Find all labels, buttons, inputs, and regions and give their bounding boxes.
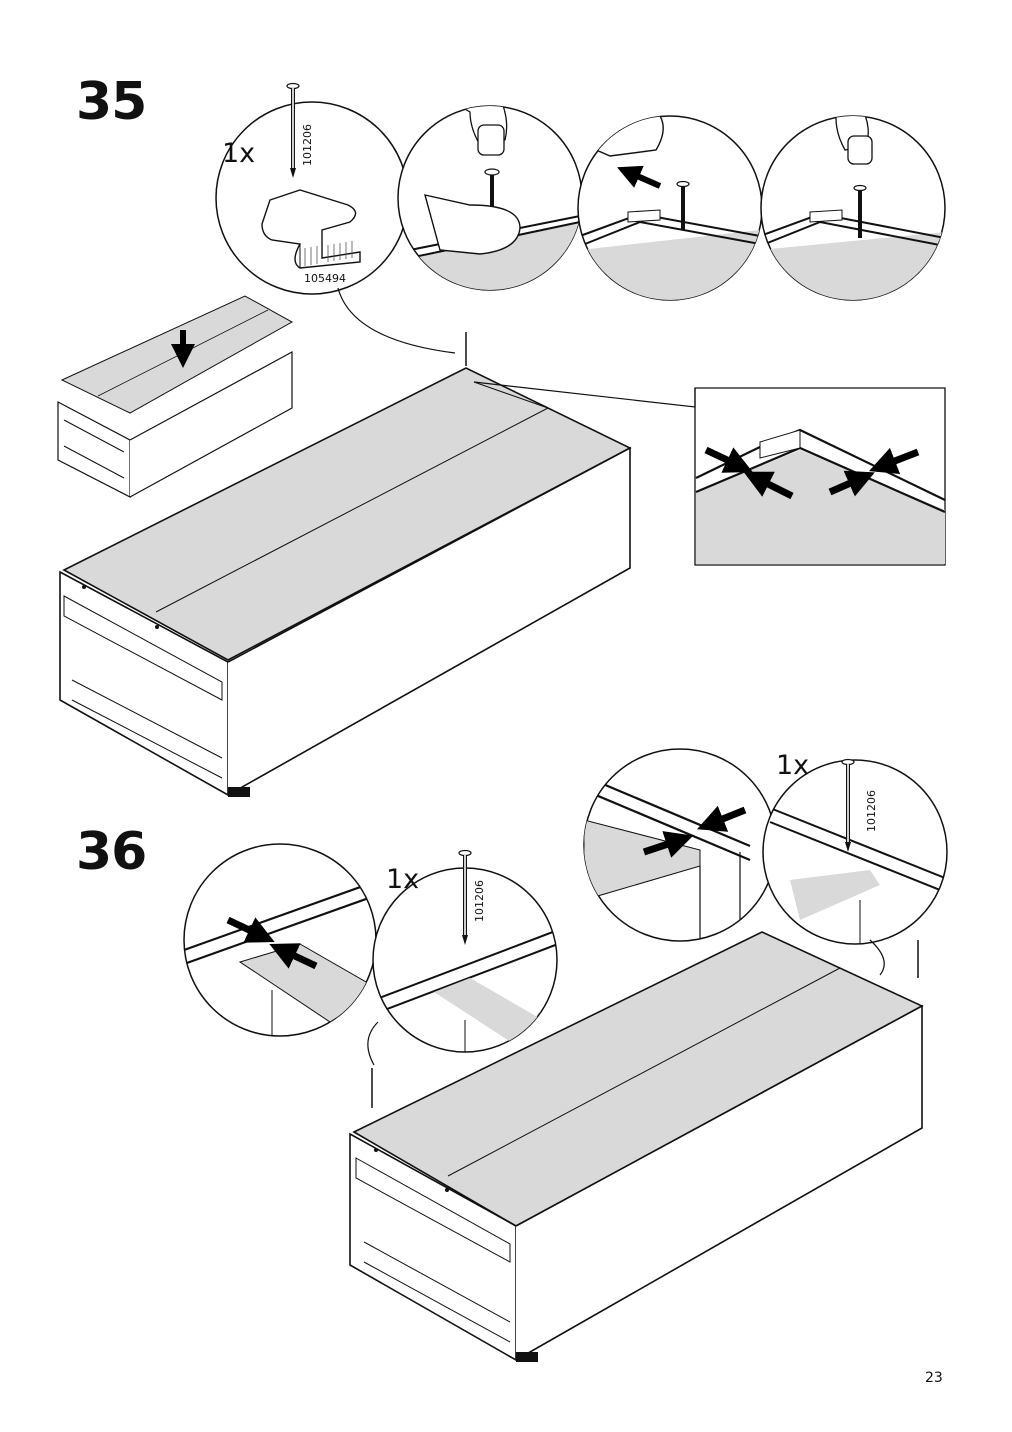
nail-guide-tool-icon [261,189,361,269]
step35-detail-box [473,381,946,566]
nail-icon [841,758,855,852]
step36-callout-right-zoom [583,748,777,942]
step35-callout-hammer-tool [397,105,583,291]
step36-callout-left-zoom [183,843,377,1037]
nail-icon [286,82,300,178]
nail-part-number: 101206 [865,790,878,832]
step36-callout-right-nail [762,758,948,976]
hammer-icon [789,116,873,165]
step-number-36: 36 [76,822,147,882]
quantity-label: 1x [386,864,420,895]
nail-part-number: 101206 [473,880,486,922]
nail-part-number: 101206 [301,124,314,166]
nail-icon [458,849,472,945]
step36-cabinet [349,931,924,1362]
step35-overview-cabinet [57,295,294,498]
step35-callout-nail-tool [215,82,456,354]
page-number: 23 [925,1370,943,1386]
quantity-label: 1x [776,750,810,781]
tool-part-number: 105494 [304,272,346,285]
step35-cabinet [59,332,632,797]
quantity-label: 1x [222,138,256,169]
step35-callout-remove-tool [577,115,763,301]
step-number-35: 35 [76,72,147,132]
step35-callout-hammer-flush [760,115,946,301]
